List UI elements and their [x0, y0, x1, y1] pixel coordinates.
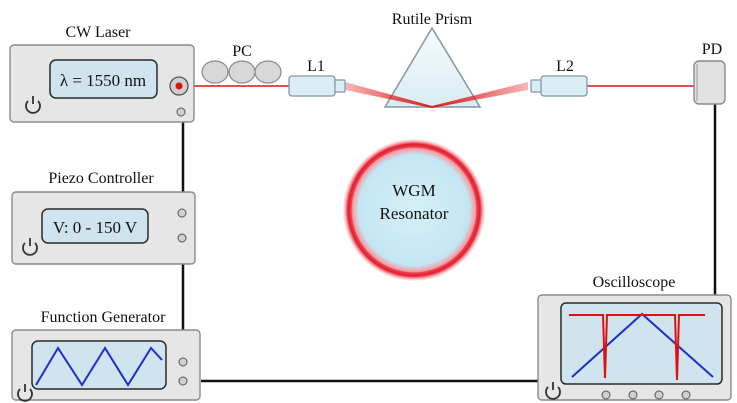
connector-port-icon — [177, 233, 187, 243]
power-icon[interactable] — [25, 96, 41, 114]
oscilloscope — [537, 294, 732, 401]
piezo-label: Piezo Controller — [48, 170, 154, 187]
scope-label: Oscilloscope — [593, 274, 676, 291]
scope-screen — [560, 302, 723, 385]
prism-label: Rutile Prism — [392, 11, 473, 28]
connector-port-icon — [177, 208, 187, 218]
beam-in — [345, 82, 432, 108]
cw-laser-label: CW Laser — [65, 24, 131, 41]
photodetector — [693, 60, 726, 105]
connector-port-icon — [601, 390, 611, 400]
pc-label: PC — [232, 43, 252, 60]
polarization-controller — [201, 60, 282, 84]
lens-l2 — [530, 75, 588, 97]
lens-l1 — [288, 75, 346, 97]
connector-port-icon — [654, 390, 664, 400]
resonator-ring — [348, 144, 480, 276]
wgm-resonator — [343, 139, 485, 281]
l1-label: L1 — [307, 58, 325, 75]
wavelength-readout: λ = 1550 nm — [60, 71, 146, 90]
power-icon[interactable] — [17, 384, 33, 402]
function-generator — [11, 329, 201, 402]
piezo-display — [41, 208, 149, 244]
triangle-wave-trace — [35, 346, 163, 387]
connector-port-icon — [628, 390, 638, 400]
fg-label: Function Generator — [41, 309, 167, 326]
fg-screen — [31, 340, 167, 390]
scope-transmission-trace — [569, 314, 705, 381]
wires — [181, 104, 717, 383]
pd-label: PD — [702, 41, 722, 58]
laser-output-dot — [175, 82, 183, 90]
resonator-label-line2: Resonator — [380, 204, 449, 223]
cw-laser: λ = 1550 nm — [9, 44, 195, 123]
connector-port-icon — [178, 357, 188, 367]
connector-port-icon — [681, 390, 691, 400]
power-icon[interactable] — [22, 238, 38, 256]
rutile-prism — [383, 26, 482, 108]
scope-knobs — [601, 390, 691, 400]
laser-display — [49, 59, 158, 99]
beam-out — [432, 82, 528, 108]
connector-port-icon — [176, 107, 186, 117]
resonator-label-line1: WGM — [392, 181, 435, 200]
power-icon[interactable] — [545, 382, 561, 400]
connector-port-icon — [178, 376, 188, 386]
piezo-controller: V: 0 - 150 V — [11, 191, 196, 265]
voltage-readout: V: 0 - 150 V — [53, 218, 138, 237]
l2-label: L2 — [556, 58, 574, 75]
